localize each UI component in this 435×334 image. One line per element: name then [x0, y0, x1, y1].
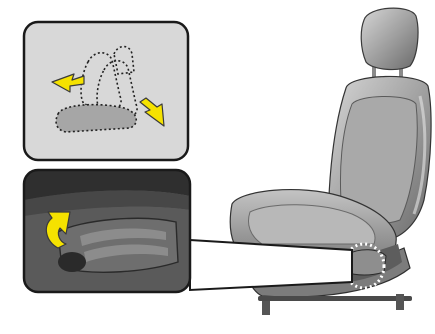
seat-backward-arrow-icon [139, 97, 165, 127]
seat-headrest [360, 7, 419, 71]
seat-cushion-outline [55, 103, 137, 133]
callout-connector [189, 238, 353, 292]
lever-pull-up-arrow-icon [45, 211, 71, 249]
seat-movement-inset [22, 20, 190, 162]
lever-closeup-inset [22, 168, 192, 294]
car-seat-illustration [229, 7, 432, 315]
seat-forward-arrow-icon [51, 73, 85, 93]
